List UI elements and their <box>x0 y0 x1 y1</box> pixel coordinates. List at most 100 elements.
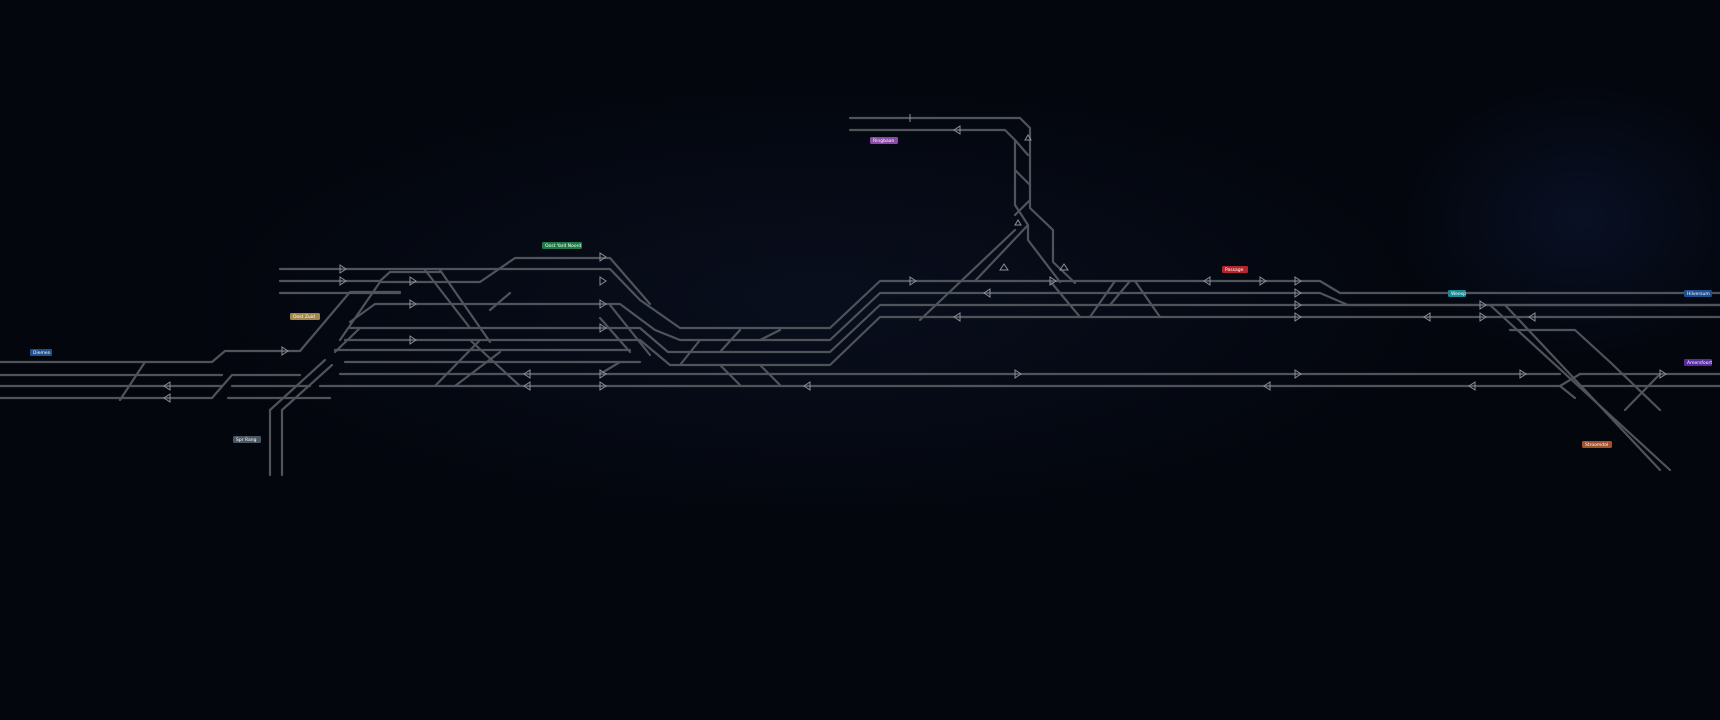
station-label-text: Weesp <box>1451 291 1466 297</box>
signal-marker[interactable] <box>953 125 961 135</box>
signal-marker[interactable] <box>1059 263 1069 271</box>
signal-marker[interactable] <box>1049 276 1057 286</box>
station-label-core[interactable]: Oost Yard Noord <box>542 242 582 249</box>
track-crossover[interactable] <box>433 338 482 388</box>
track-crossover[interactable] <box>438 268 492 344</box>
track-crossover[interactable] <box>488 291 512 312</box>
track-segment[interactable] <box>1008 279 1720 295</box>
track-segment[interactable] <box>918 228 1017 322</box>
signal-marker[interactable] <box>281 346 289 356</box>
track-crossover[interactable] <box>1048 279 1082 319</box>
signal-marker[interactable] <box>523 381 531 391</box>
track-segment[interactable] <box>1503 303 1662 472</box>
signal-marker[interactable] <box>1024 134 1032 141</box>
signal-marker[interactable] <box>599 276 607 286</box>
signal-marker[interactable] <box>1659 369 1667 379</box>
signal-marker[interactable] <box>1263 381 1271 391</box>
track-crossover[interactable] <box>468 338 522 388</box>
station-label-east-mid[interactable]: Passage <box>1222 266 1248 273</box>
track-segment[interactable] <box>1623 372 1662 412</box>
station-label-southwest[interactable]: Spr Rang <box>233 436 261 443</box>
track-segment[interactable] <box>333 326 362 354</box>
track-crossover[interactable] <box>453 350 502 388</box>
station-label-far-east-a[interactable]: Hilversum <box>1684 290 1712 297</box>
signal-marker[interactable] <box>1294 369 1302 379</box>
signal-marker[interactable] <box>1294 312 1302 322</box>
track-segment[interactable] <box>848 128 1062 284</box>
signal-marker[interactable] <box>1203 276 1211 286</box>
signal-marker[interactable] <box>599 323 607 333</box>
track-segment[interactable] <box>1558 384 1577 400</box>
track-segment[interactable] <box>280 363 334 412</box>
station-label-text: Oost Zuid <box>293 314 315 320</box>
track-crossover[interactable] <box>758 328 782 342</box>
signal-marker[interactable] <box>163 381 171 391</box>
signal-marker[interactable] <box>983 288 991 298</box>
signal-marker[interactable] <box>339 276 347 286</box>
track-segment[interactable] <box>1488 303 1672 472</box>
track-segment[interactable] <box>118 360 147 402</box>
signal-marker[interactable] <box>999 263 1009 271</box>
signal-marker[interactable] <box>1528 312 1536 322</box>
station-label-core-south[interactable]: Oost Zuid <box>290 313 320 320</box>
track-segment[interactable] <box>973 223 1030 283</box>
track-crossover[interactable] <box>758 363 782 387</box>
signal-marker[interactable] <box>523 369 531 379</box>
station-label-text: Stroomdal <box>1585 442 1608 448</box>
station-label-west[interactable]: Diemen <box>30 349 52 356</box>
signal-marker[interactable] <box>339 264 347 274</box>
signal-marker[interactable] <box>409 299 417 309</box>
signal-marker[interactable] <box>599 252 607 262</box>
track-crossover[interactable] <box>423 268 472 330</box>
signal-marker[interactable] <box>409 335 417 345</box>
station-label-text: Passage <box>1225 267 1244 273</box>
track-segment[interactable] <box>338 256 652 342</box>
signal-marker[interactable] <box>1423 312 1431 322</box>
signal-marker[interactable] <box>1519 369 1527 379</box>
track-crossover[interactable] <box>598 316 632 354</box>
station-label-north[interactable]: Ringbaan <box>870 137 898 144</box>
signal-marker[interactable] <box>909 276 917 286</box>
station-label-east[interactable]: Weesp <box>1448 290 1466 297</box>
signal-marker[interactable] <box>1468 381 1476 391</box>
track-segment[interactable] <box>848 116 1077 285</box>
track-segment[interactable] <box>1013 138 1030 157</box>
signal-marker[interactable] <box>803 381 811 391</box>
track-segment[interactable] <box>0 349 302 364</box>
signal-marker[interactable] <box>409 276 417 286</box>
track-segment[interactable] <box>278 267 1012 330</box>
signal-marker[interactable] <box>1294 300 1302 310</box>
track-segment[interactable] <box>1558 372 1582 388</box>
track-segment[interactable] <box>0 373 234 400</box>
signal-marker[interactable] <box>1294 288 1302 298</box>
signal-marker[interactable] <box>1014 219 1022 226</box>
signal-marker[interactable] <box>953 312 961 322</box>
signal-marker[interactable] <box>599 381 607 391</box>
signal-marker[interactable] <box>1259 276 1267 286</box>
signal-marker[interactable] <box>1294 276 1302 286</box>
track-crossover[interactable] <box>678 338 702 367</box>
track-crossover[interactable] <box>1088 279 1117 319</box>
track-segment[interactable] <box>278 270 442 283</box>
signal-marker[interactable] <box>1479 312 1487 322</box>
track-crossover[interactable] <box>1133 279 1162 319</box>
track-segment[interactable] <box>1013 198 1032 217</box>
signal-marker[interactable] <box>163 393 171 403</box>
station-label-southeast[interactable]: Stroomdal <box>1582 441 1612 448</box>
station-label-text: Oost Yard Noord <box>545 243 581 249</box>
station-label-far-east-b[interactable]: Amersfoort <box>1684 359 1712 366</box>
track-crossover[interactable] <box>1108 279 1132 307</box>
station-label-text: Hilversum <box>1687 291 1710 297</box>
track-segment[interactable] <box>268 358 327 412</box>
track-segment[interactable] <box>348 303 1252 354</box>
track-crossover[interactable] <box>718 328 742 354</box>
track-crossover[interactable] <box>608 303 652 357</box>
signal-marker[interactable] <box>1014 369 1022 379</box>
signal-marker[interactable] <box>599 369 607 379</box>
track-crossover[interactable] <box>718 363 742 387</box>
signal-marker[interactable] <box>599 299 607 309</box>
signal-marker[interactable] <box>1479 300 1487 310</box>
track-segment[interactable] <box>1013 168 1032 187</box>
